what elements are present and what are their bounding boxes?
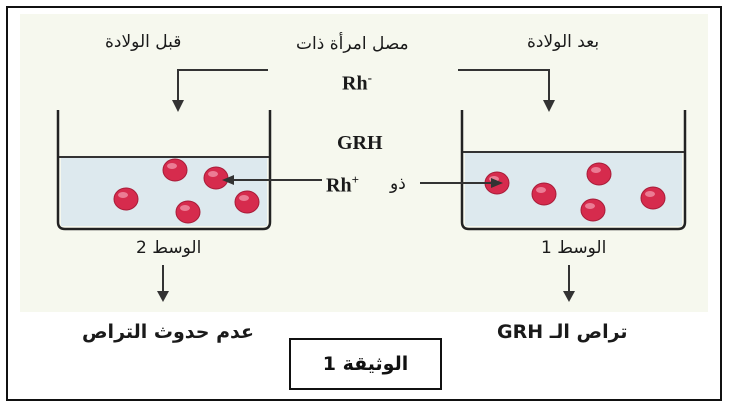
medium-2-label: الوسط 2 (136, 238, 202, 258)
red-blood-cell-highlight (536, 187, 546, 193)
red-blood-cell (531, 182, 557, 206)
beaker-outline (460, 110, 687, 231)
document-caption-box: الوثيقة 1 (289, 338, 442, 390)
serum-arrow-left (177, 69, 268, 101)
before-birth-label: قبل الولادة (105, 32, 182, 52)
red-blood-cell-highlight (645, 191, 655, 197)
medium-1-label: الوسط 1 (541, 238, 607, 258)
red-blood-cell (586, 162, 612, 186)
grh-label: GRH (337, 132, 383, 154)
red-blood-cell-highlight (591, 167, 601, 173)
arrow-head-to-right-cell (491, 178, 503, 188)
red-cells-dispersed (113, 158, 260, 224)
dhu-label: ذو (390, 174, 406, 194)
grh-rh-pos-arrows (222, 175, 503, 188)
serum-woman-label: مصل امرأة ذات (296, 34, 409, 54)
no-agglutination-label: عدم حدوث التراص (82, 321, 254, 343)
red-blood-cell (175, 200, 201, 224)
result-arrows (157, 265, 575, 302)
red-blood-cell-highlight (180, 205, 190, 211)
rh-negative-label: Rh- (342, 70, 372, 95)
red-blood-cell-highlight (118, 192, 128, 198)
red-blood-cell-highlight (167, 163, 177, 169)
serum-arrows (177, 69, 550, 101)
red-blood-cell (113, 187, 139, 211)
document-caption: الوثيقة 1 (322, 353, 409, 375)
red-cells-agglutinated (484, 162, 666, 222)
beaker-outline (56, 110, 272, 231)
after-birth-label: بعد الولادة (527, 32, 600, 52)
arrow-head-down-right (563, 291, 575, 302)
arrow-head-to-left-cell (222, 175, 234, 185)
beaker-medium-1 (460, 110, 687, 231)
red-blood-cell-highlight (239, 195, 249, 201)
red-blood-cell (203, 166, 229, 190)
red-blood-cell (580, 198, 606, 222)
grh-agglutination-label: تراص الـ GRH (497, 321, 628, 343)
red-blood-cell (640, 186, 666, 210)
arrow-head-down-left (157, 291, 169, 302)
red-blood-cell (234, 190, 260, 214)
rh-positive-label: Rh+ (326, 172, 359, 197)
red-blood-cell-highlight (585, 203, 595, 209)
arrow-head-left (172, 100, 184, 112)
serum-arrow-right (458, 69, 550, 101)
red-blood-cell (162, 158, 188, 182)
arrow-head-right (543, 100, 555, 112)
red-blood-cell-highlight (208, 171, 218, 177)
